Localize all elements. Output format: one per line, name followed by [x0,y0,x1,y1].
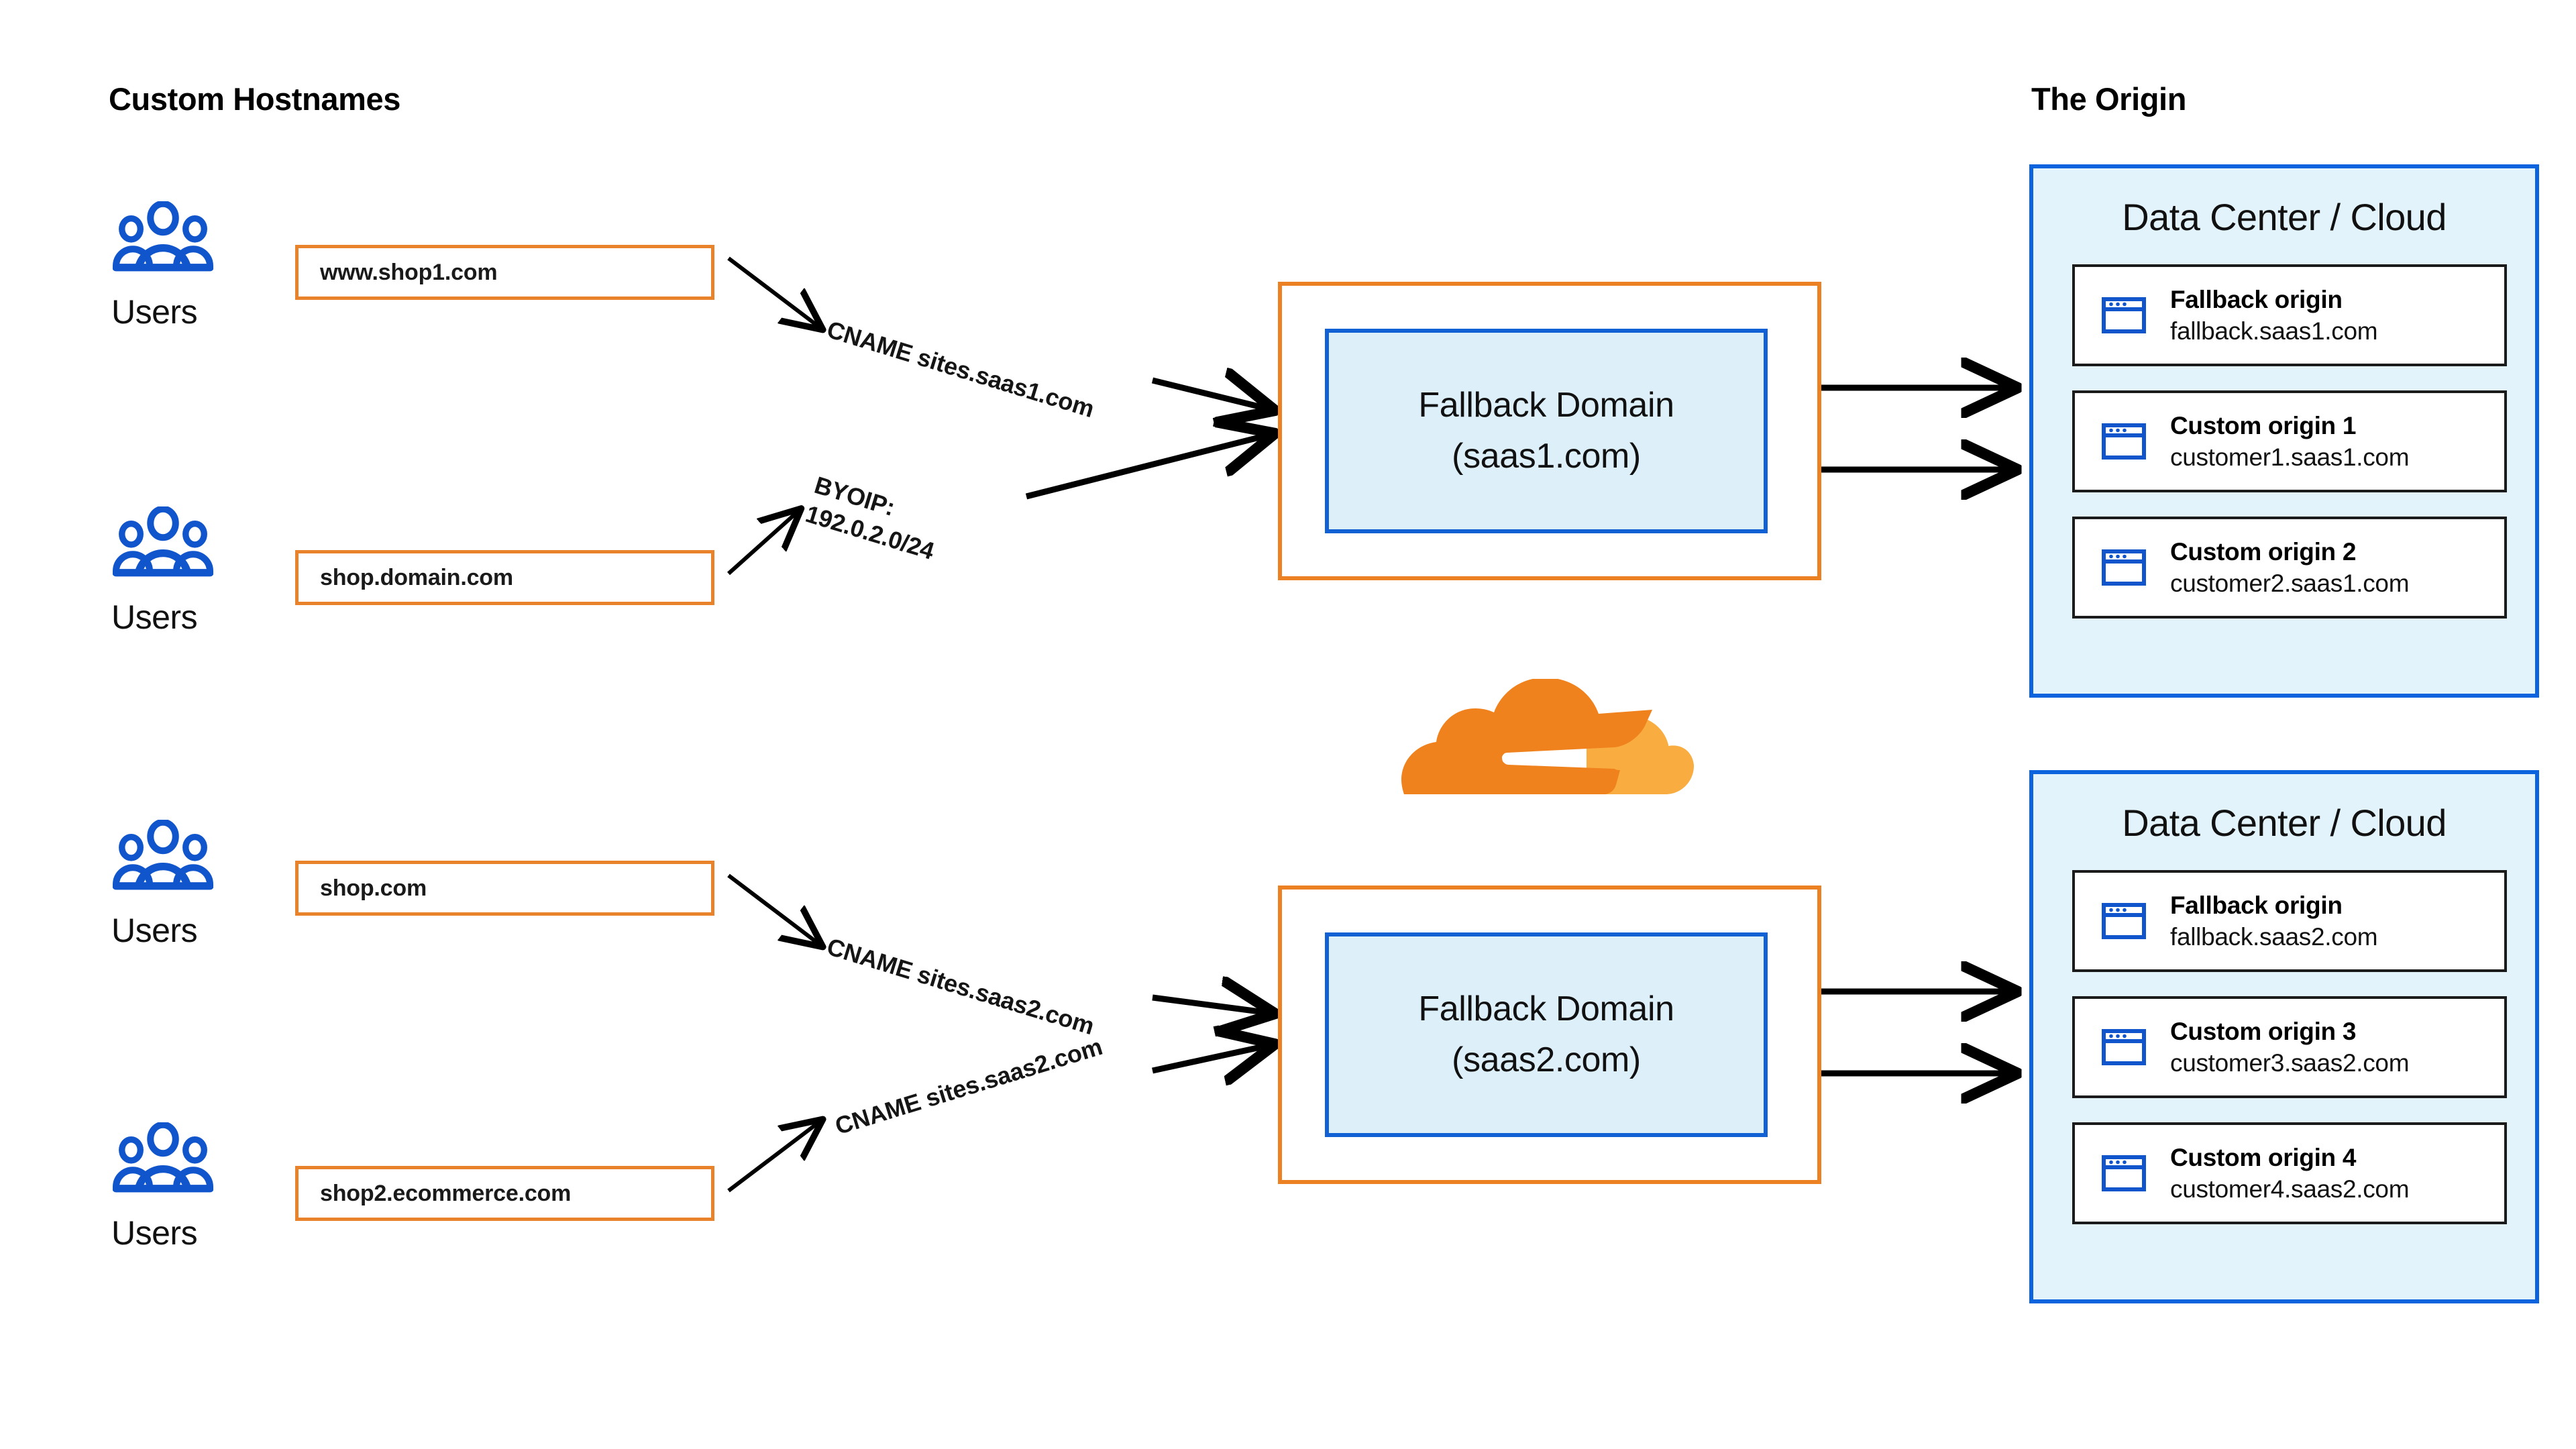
origin-text: Custom origin 3 customer3.saas2.com [2170,1016,2410,1079]
hostname-box-shop-domain[interactable]: shop.domain.com [295,550,714,605]
users-icon [113,820,213,890]
data-center-title: Data Center / Cloud [2122,802,2447,844]
origin-host: customer3.saas2.com [2170,1049,2410,1077]
fallback-domain-line1: Fallback Domain [1418,989,1674,1029]
users-group-2: Users [106,506,307,637]
browser-window-icon [2102,297,2146,333]
users-label: Users [111,912,198,949]
browser-window-icon [2102,1029,2146,1065]
users-icon [113,201,213,272]
data-center-title: Data Center / Cloud [2122,196,2447,238]
custom-hostnames-title: Custom Hostnames [109,81,400,117]
users-label: Users [111,293,198,331]
origin-name: Custom origin 3 [2170,1017,2357,1045]
fallback-domain-2[interactable]: Fallback Domain (saas2.com) [1325,932,1768,1137]
browser-window-icon [2102,1155,2146,1191]
origin-host: customer1.saas1.com [2170,443,2410,471]
origin-name: Custom origin 2 [2170,537,2357,566]
origin-card-custom-3[interactable]: Custom origin 3 customer3.saas2.com [2072,996,2507,1098]
origin-list: Fallback origin fallback.saas2.com Custo… [2072,870,2507,1224]
fallback-domain-1[interactable]: Fallback Domain (saas1.com) [1325,329,1768,533]
origin-card-fallback-1[interactable]: Fallback origin fallback.saas1.com [2072,264,2507,366]
origin-text: Custom origin 4 customer4.saas2.com [2170,1142,2410,1205]
origin-name: Custom origin 4 [2170,1143,2357,1171]
origin-text: Custom origin 1 customer1.saas1.com [2170,410,2410,474]
browser-window-icon [2102,549,2146,586]
users-group-3: Users [106,820,307,950]
origin-card-custom-4[interactable]: Custom origin 4 customer4.saas2.com [2072,1122,2507,1224]
fallback-domain-line1: Fallback Domain [1418,386,1674,425]
origin-host: fallback.saas1.com [2170,317,2378,345]
hostname-value: shop2.ecommerce.com [320,1180,572,1206]
origin-host: customer4.saas2.com [2170,1175,2410,1203]
edge-label-cname-saas1: CNAME sites.saas1.com [824,315,1097,423]
hostname-box-www-shop1[interactable]: www.shop1.com [295,245,714,300]
users-group-1: Users [106,201,307,331]
fallback-domain-line2: (saas2.com) [1452,1040,1641,1079]
users-icon [113,506,213,577]
origin-card-custom-2[interactable]: Custom origin 2 customer2.saas1.com [2072,517,2507,619]
data-center-box-2: Data Center / Cloud Fallback origin fall… [2029,770,2539,1303]
edge-label-cname-saas2-a: CNAME sites.saas2.com [824,932,1097,1040]
hostname-box-shop2-ecommerce[interactable]: shop2.ecommerce.com [295,1166,714,1221]
origin-name: Fallback origin [2170,285,2343,313]
origin-name: Custom origin 1 [2170,411,2357,439]
origin-text: Fallback origin fallback.saas1.com [2170,284,2378,347]
origin-name: Fallback origin [2170,891,2343,919]
origin-host: fallback.saas2.com [2170,923,2378,951]
fallback-domain-line2: (saas1.com) [1452,436,1641,476]
users-group-4: Users [106,1122,307,1252]
origin-text: Custom origin 2 customer2.saas1.com [2170,536,2410,600]
users-icon [113,1122,213,1193]
origin-card-custom-1[interactable]: Custom origin 1 customer1.saas1.com [2072,390,2507,492]
users-label: Users [111,598,198,636]
origin-text: Fallback origin fallback.saas2.com [2170,890,2378,953]
hostname-box-shop[interactable]: shop.com [295,861,714,916]
browser-window-icon [2102,423,2146,460]
hostname-value: shop.domain.com [320,564,513,590]
hostname-value: www.shop1.com [320,259,498,285]
origin-host: customer2.saas1.com [2170,570,2410,597]
edge-label-byoip: BYOIP: 192.0.2.0/24 [802,470,947,566]
users-label: Users [111,1214,198,1252]
data-center-box-1: Data Center / Cloud Fallback origin fall… [2029,164,2539,698]
browser-window-icon [2102,903,2146,939]
hostname-value: shop.com [320,875,427,901]
edge-label-cname-saas2-b: CNAME sites.saas2.com [832,1032,1106,1140]
origin-card-fallback-2[interactable]: Fallback origin fallback.saas2.com [2072,870,2507,972]
cloudflare-logo-dark [1401,679,1652,794]
origin-list: Fallback origin fallback.saas1.com Custo… [2072,264,2507,619]
the-origin-title: The Origin [2031,81,2187,117]
cloudflare-logo [1401,679,1694,794]
